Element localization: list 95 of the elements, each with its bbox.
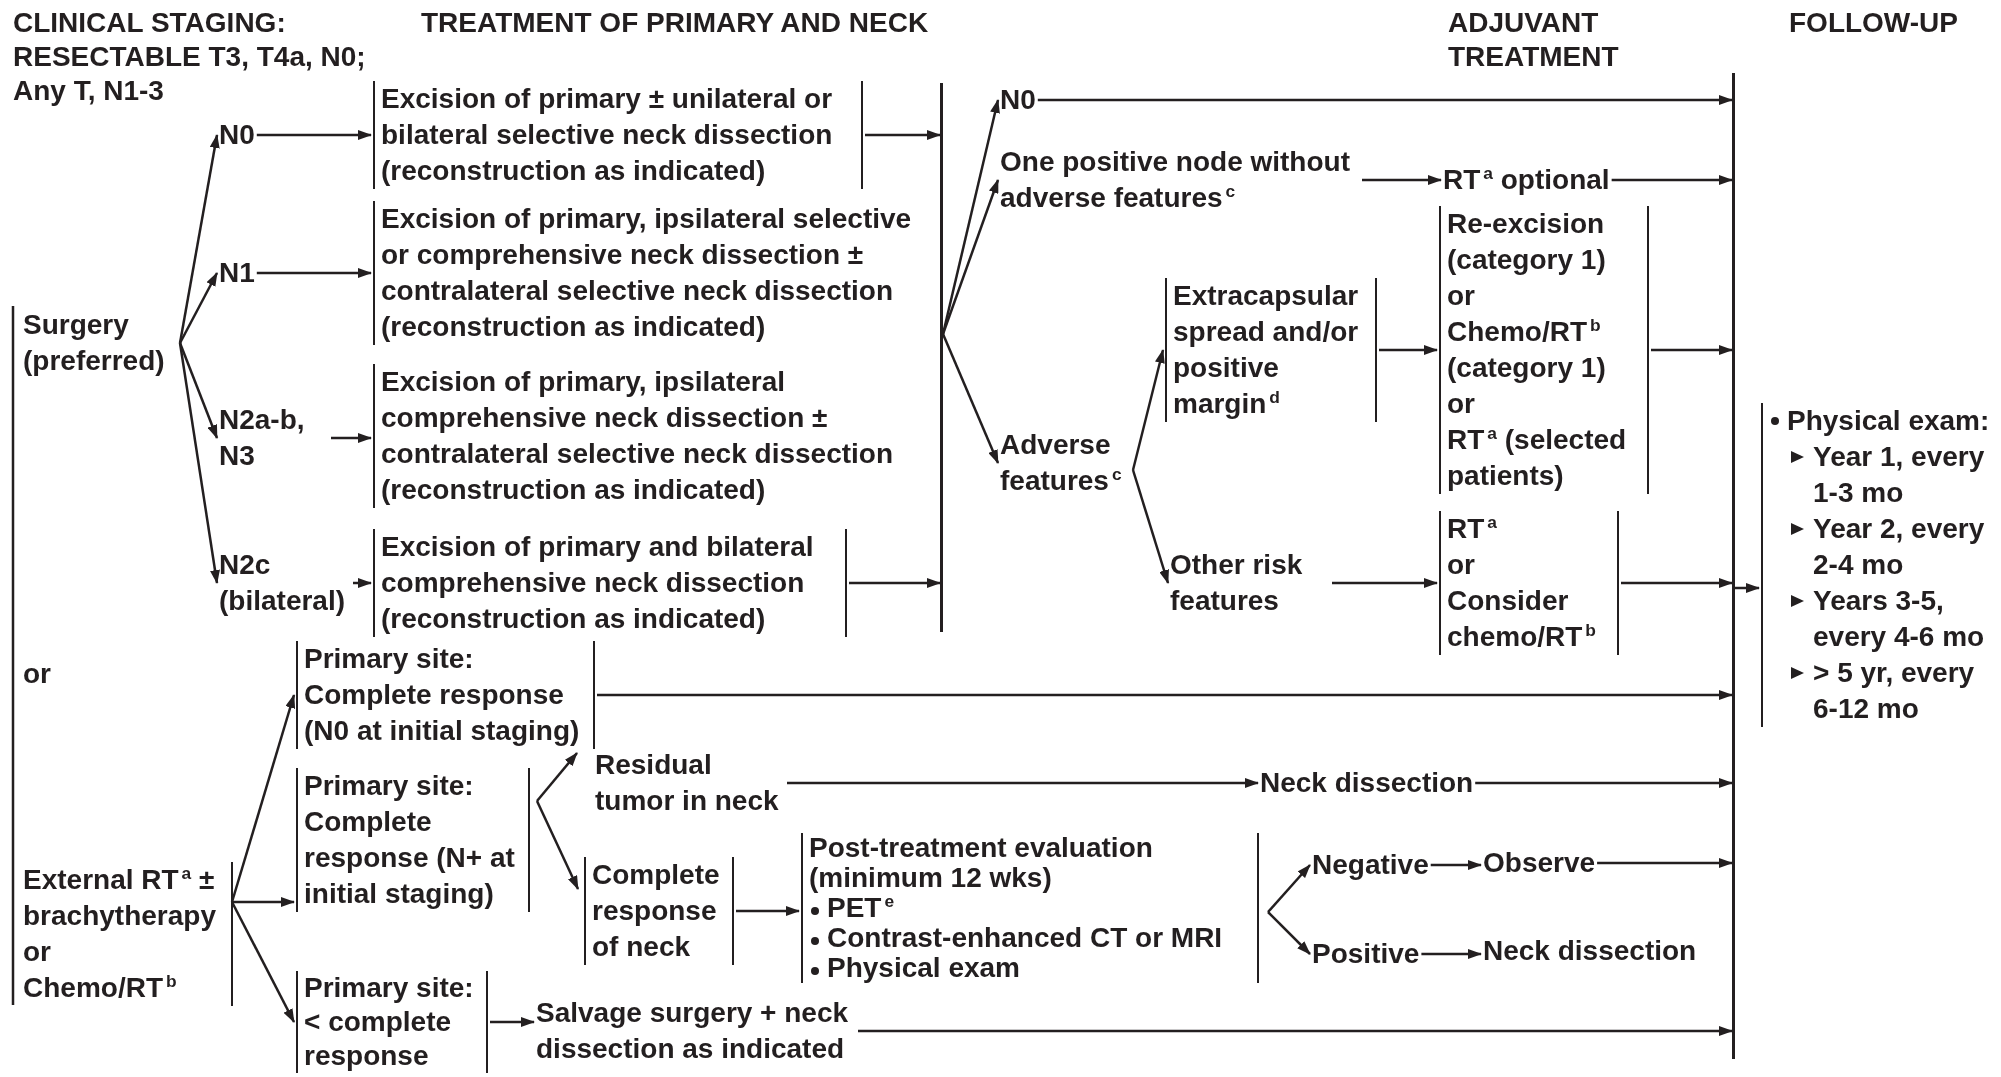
arrow xyxy=(1475,778,1733,788)
node-label: Neck dissection xyxy=(1483,933,1697,969)
arrow xyxy=(490,1017,535,1027)
node-label: N2c (bilateral) xyxy=(219,547,351,619)
arrow xyxy=(1430,860,1482,870)
arrow xyxy=(232,897,295,907)
box-text: Chemo/RT$^{b}$ (category 1) xyxy=(1447,314,1607,385)
node-label: Negative xyxy=(1312,847,1429,883)
node-label: N1 xyxy=(219,255,255,291)
node-label: N0 xyxy=(1000,82,1036,118)
node-label: Observe xyxy=(1483,845,1596,881)
arrow xyxy=(941,179,1000,335)
list-item: Year 1, every 1-3 mo xyxy=(1787,439,1995,511)
box-text: Primary site: Complete response (N0 at initial staging) xyxy=(304,642,581,748)
arrow xyxy=(535,800,580,890)
bracket-box xyxy=(584,857,734,965)
box-text: or xyxy=(1447,548,1476,582)
arrow xyxy=(1131,469,1170,584)
arrow xyxy=(331,433,372,443)
box-text: Chemo/RT$^{b}$ xyxy=(23,970,178,1005)
list-item: Physical exam: xyxy=(1769,403,1995,439)
bracket-box xyxy=(23,862,233,1006)
box-text: Re-excision (category 1) xyxy=(1447,207,1607,277)
bracket-box xyxy=(1439,511,1619,655)
column-header: CLINICAL STAGING: RESECTABLE T3, T4a, N0; Any T, N1-3 xyxy=(13,6,367,108)
arrow xyxy=(1362,175,1442,185)
merge-line xyxy=(1732,73,1735,1059)
box-text: Excision of primary, ipsilateral selective or comprehensive neck dissection ± contralateral selective neck dissection (reconstruction as indicated) xyxy=(381,202,913,344)
list-item: > 5 yr, every 6-12 mo xyxy=(1787,655,1995,727)
node-label: N2a-b, N3 xyxy=(219,402,329,474)
arrow xyxy=(597,690,1733,700)
arrow xyxy=(858,1026,1733,1036)
column-header: FOLLOW-UP xyxy=(1789,6,1958,40)
arrow xyxy=(1037,95,1733,105)
node-label: Residual tumor in neck xyxy=(595,747,785,819)
node-label: Salvage surgery + neck dissection as indicated xyxy=(536,995,856,1067)
column-header: ADJUVANT TREATMENT xyxy=(1448,6,1620,74)
node-label: Positive xyxy=(1312,936,1420,972)
node-label: Surgery (preferred) xyxy=(23,307,178,379)
arrow xyxy=(736,906,800,916)
arrow xyxy=(849,578,941,588)
arrow xyxy=(1651,345,1733,355)
arrow xyxy=(1267,864,1311,913)
arrow xyxy=(1597,858,1733,868)
arrow xyxy=(1735,583,1760,593)
arrow xyxy=(1421,949,1482,959)
arrow xyxy=(865,130,941,140)
box-text: Consider chemo/RT$^{b}$ xyxy=(1447,584,1597,654)
node-label: Neck dissection xyxy=(1260,765,1474,801)
node-label: N0 xyxy=(219,117,255,153)
node-label: Adverse features$^{c}$ xyxy=(1000,427,1140,499)
box-text: RT$^{a}$ xyxy=(1447,511,1498,546)
arrow xyxy=(1332,578,1438,588)
column-header: TREATMENT OF PRIMARY AND NECK xyxy=(421,6,929,40)
arrow xyxy=(1131,349,1165,471)
arrow xyxy=(787,778,1259,788)
arrow xyxy=(178,134,220,344)
arrow xyxy=(1621,578,1733,588)
box-text: RT$^{a}$ (selected patients) xyxy=(1447,422,1628,493)
node-label: One positive node without adverse features$^{c}$ xyxy=(1000,144,1360,216)
arrow xyxy=(230,901,296,1023)
list-item: PET$^{e}$ xyxy=(809,893,1251,923)
box-text: Extracapsular spread and/or positive margin$^{d}$ xyxy=(1173,279,1360,421)
arrow xyxy=(178,342,220,584)
arrow xyxy=(536,752,578,802)
box-text: Primary site: Complete response (N+ at initial staging) xyxy=(304,769,516,911)
list-item: Years 3-5, every 4-6 mo xyxy=(1787,583,1995,655)
choice-word: or xyxy=(23,657,51,691)
arrow xyxy=(178,342,219,439)
box-text: Complete response of neck xyxy=(592,858,721,964)
node-label: Other risk features xyxy=(1170,547,1330,619)
list-item: Physical exam xyxy=(809,953,1251,983)
arrow xyxy=(230,694,296,903)
box-text: or xyxy=(1447,279,1476,313)
box-text: or xyxy=(23,935,52,969)
box-text: Post-treatment evaluation (minimum 12 wks) xyxy=(809,833,1154,893)
list-item: Contrast-enhanced CT or MRI xyxy=(809,923,1251,953)
arrow xyxy=(1267,911,1311,955)
node-label: RT$^{a}$ optional xyxy=(1443,162,1610,198)
box-text: Excision of primary, ipsilateral comprehensive neck dissection ± contralateral selective neck dissection (reconstruction as indicated) xyxy=(381,365,895,507)
arrow xyxy=(1611,175,1733,185)
arrow xyxy=(353,578,372,588)
arrow xyxy=(1379,345,1438,355)
arrow xyxy=(256,268,372,278)
box-text: or xyxy=(1447,387,1476,421)
box-text: Excision of primary and bilateral comprehensive neck dissection (reconstruction as indicated) xyxy=(381,530,815,636)
list-item: Year 2, every 2-4 mo xyxy=(1787,511,1995,583)
box-text: Excision of primary ± unilateral or bilateral selective neck dissection (reconstruction as indicated) xyxy=(381,82,834,188)
bracket-box xyxy=(801,833,1259,983)
arrow xyxy=(941,333,1000,464)
arrow xyxy=(178,272,219,344)
box-text: Primary site: < complete response xyxy=(304,971,475,1073)
arrow xyxy=(256,130,372,140)
bracket-box xyxy=(1439,206,1649,494)
merge-line xyxy=(940,83,943,632)
